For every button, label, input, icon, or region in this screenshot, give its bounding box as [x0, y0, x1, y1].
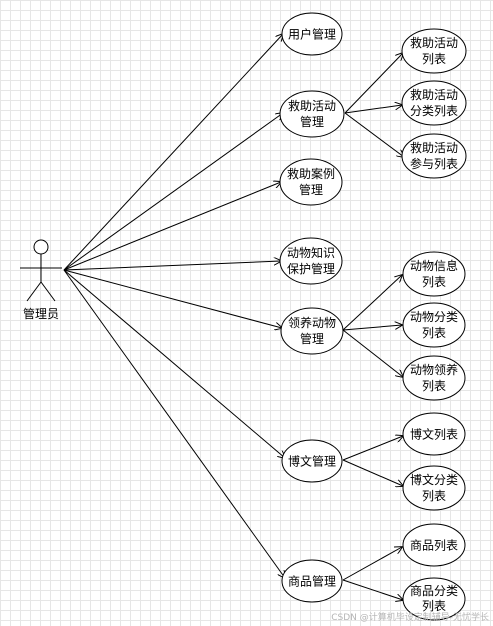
usecase-label-line2: 列表 — [422, 326, 446, 340]
actor-head — [33, 239, 49, 255]
assoc-rescue-mgmt — [63, 113, 283, 271]
usecase-rescue-list: 救助活动 列表 — [401, 28, 467, 74]
actor-admin: 管理员 — [20, 239, 62, 321]
usecase-label-line1: 博文分类 — [410, 472, 458, 487]
usecase-label-line2: 保护管理 — [287, 261, 335, 276]
assoc-rescue-cat-list — [344, 105, 402, 114]
assoc-blog-list — [342, 436, 403, 461]
usecase-label-line1: 救助案例 — [287, 166, 335, 181]
usecase-label-line1: 救助活动 — [410, 140, 458, 155]
usecase-label-line2: 管理 — [300, 114, 324, 129]
usecase-label-line1: 动物分类 — [410, 310, 458, 324]
usecase-label-line2: 列表 — [422, 599, 446, 613]
usecase-label: 商品列表 — [410, 538, 458, 553]
usecase-label-line1: 动物领养 — [410, 362, 458, 377]
usecase-blog-list: 博文列表 — [402, 412, 466, 456]
usecase-label: 博文列表 — [410, 427, 458, 442]
assoc-knowledge-mgmt — [63, 261, 281, 271]
usecase-label-line2: 管理 — [300, 331, 324, 346]
usecase-animal-cat-list: 动物分类 列表 — [402, 302, 466, 348]
usecase-rescue-participate-list: 救助活动 参与列表 — [401, 133, 467, 179]
assoc-animal-info-list — [342, 275, 402, 331]
assoc-rescue-list — [344, 53, 403, 114]
assoc-goods-list — [342, 547, 402, 581]
assoc-animal-cat-list — [342, 325, 402, 331]
actor-name: 管理员 — [23, 306, 59, 321]
assoc-goods-mgmt — [63, 269, 285, 578]
assoc-animal-adopt-list — [342, 329, 403, 377]
assoc-case-mgmt — [63, 182, 281, 271]
usecase-goods-cat-list: 商品分类 列表 — [402, 577, 466, 621]
usecase-rescue-mgmt: 救助活动 管理 — [279, 90, 345, 138]
usecase-label-line2: 分类列表 — [410, 104, 458, 118]
usecase-label-line1: 救助活动 — [410, 87, 458, 102]
actor-left-leg — [26, 281, 42, 302]
usecase-label-line1: 动物知识 — [287, 246, 335, 260]
usecase-goods-mgmt: 商品管理 — [281, 559, 343, 603]
assoc-adopt-mgmt — [63, 269, 282, 328]
assoc-goods-cat-list — [342, 579, 403, 600]
usecase-blog-mgmt: 博文管理 — [281, 439, 343, 483]
assoc-blog-mgmt — [63, 269, 285, 458]
usecase-label-line2: 管理 — [299, 182, 323, 197]
usecase-label-line2: 参与列表 — [410, 156, 458, 171]
usecase-label: 商品管理 — [288, 574, 336, 589]
usecase-user-mgmt: 用户管理 — [281, 12, 343, 56]
usecase-blog-cat-list: 博文分类 列表 — [402, 465, 466, 511]
usecase-case-mgmt: 救助案例 管理 — [279, 158, 343, 206]
usecase-animal-info-list: 动物信息 列表 — [402, 251, 466, 297]
sub-associations — [342, 53, 404, 600]
usecase-knowledge-mgmt: 动物知识 保护管理 — [279, 237, 343, 285]
usecase-goods-list: 商品列表 — [402, 523, 466, 567]
usecase-label: 用户管理 — [288, 27, 336, 42]
usecase-label-line1: 救助活动 — [288, 98, 336, 113]
usecase-label-line1: 领养动物 — [288, 315, 336, 330]
assoc-rescue-participate-list — [344, 112, 404, 157]
usecase-label-line2: 列表 — [422, 52, 446, 66]
usecase-label-line1: 救助活动 — [410, 35, 458, 50]
actor-right-leg — [40, 281, 56, 302]
assoc-user-mgmt — [63, 34, 283, 271]
usecase-label-line1: 商品分类 — [410, 583, 458, 598]
usecase-animal-adopt-list: 动物领养 列表 — [402, 355, 466, 401]
usecase-rescue-cat-list: 救助活动 分类列表 — [401, 80, 467, 126]
usecase-label-line2: 列表 — [422, 275, 446, 289]
usecase-label-line1: 动物信息 — [410, 258, 458, 273]
usecase-label-line2: 列表 — [422, 489, 446, 503]
usecase-label-line2: 列表 — [422, 379, 446, 393]
assoc-blog-cat-list — [342, 459, 403, 486]
actor-associations — [63, 34, 285, 578]
usecase-adopt-mgmt: 领养动物 管理 — [280, 307, 344, 355]
usecase-label: 博文管理 — [288, 454, 336, 469]
watermark: CSDN @计算机毕设定制辅导-无忧学长 — [331, 611, 489, 623]
